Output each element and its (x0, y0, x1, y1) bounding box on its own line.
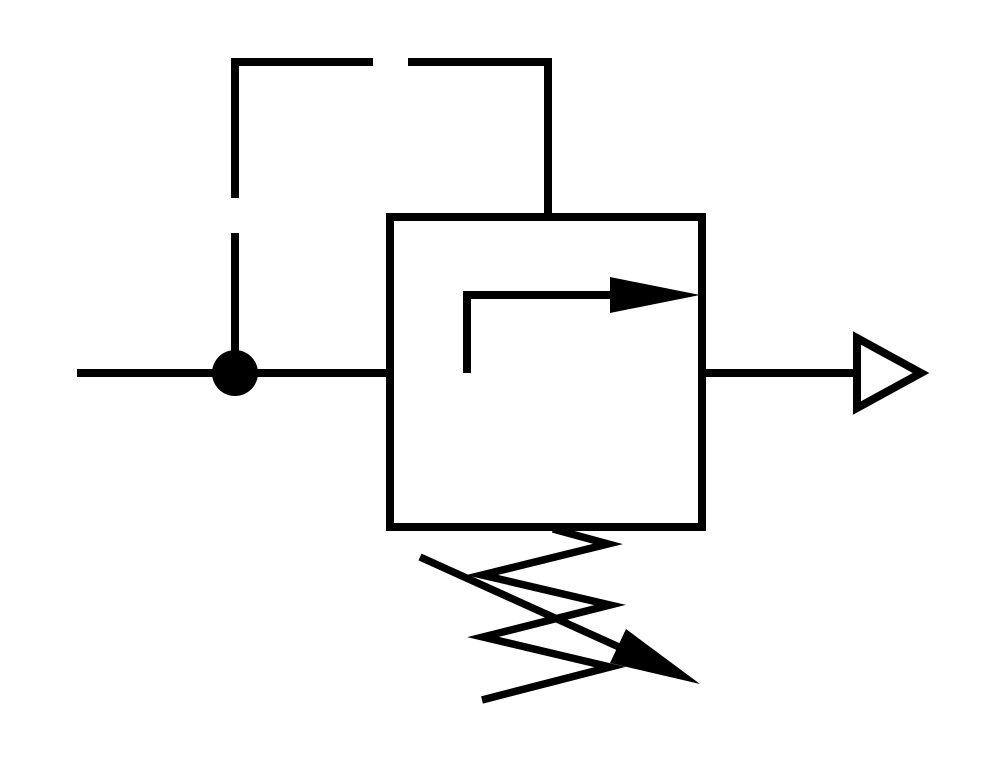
pilot-dash-segment-right-corner (408, 58, 552, 217)
flow-arrow-head-icon (610, 277, 700, 313)
adjustment-arrow-head-icon (610, 629, 700, 684)
pilot-dash-segment-left-corner (231, 58, 373, 198)
internal-flow-arrow (463, 277, 700, 373)
junction-dot (212, 350, 258, 396)
adjustment-arrow-shaft (418, 553, 632, 656)
pilot-line-dashed (231, 58, 552, 353)
main-flow-path (77, 350, 390, 396)
flow-arrow-shaft (463, 291, 642, 373)
spring-zigzag (465, 525, 626, 704)
adjustable-spring (418, 525, 700, 704)
valve-body-square (386, 213, 706, 531)
outlet-open-arrowhead-icon (853, 331, 930, 415)
outlet-port (702, 331, 930, 415)
